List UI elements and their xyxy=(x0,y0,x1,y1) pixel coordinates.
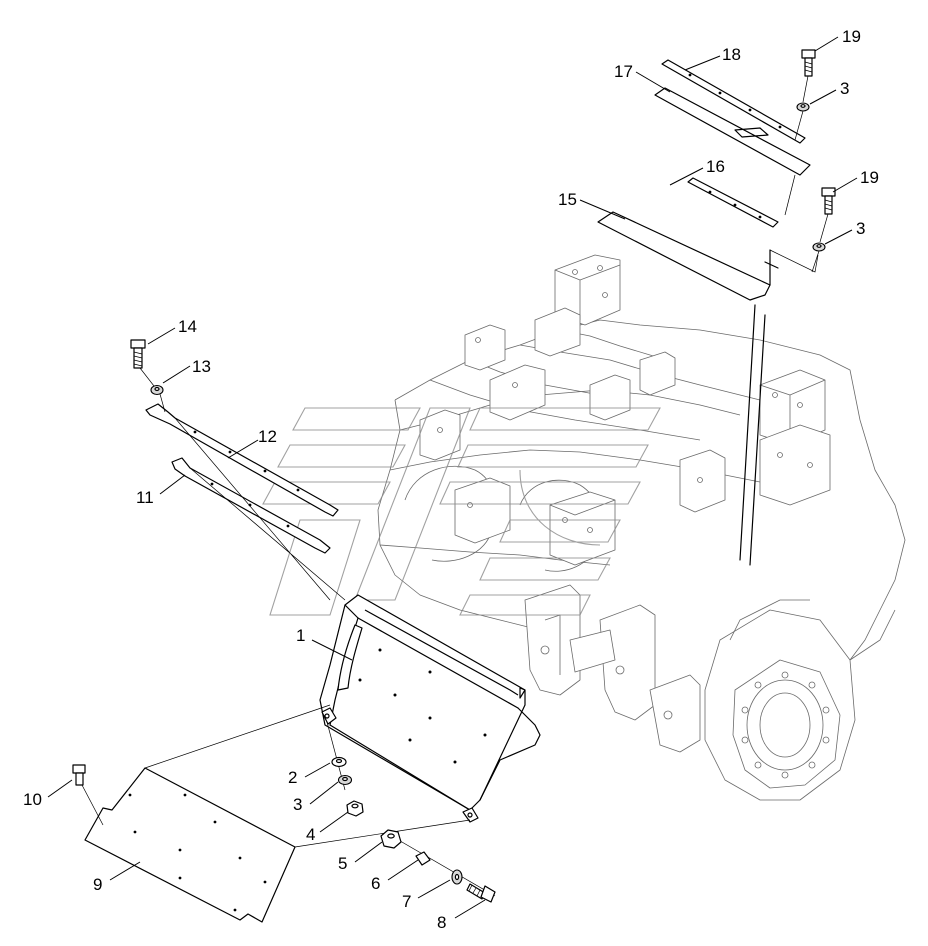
callout-14: 14 xyxy=(178,317,197,336)
spacer-6 xyxy=(415,851,431,866)
hub-bolt-holes xyxy=(741,671,830,779)
washer-3-mid xyxy=(337,774,353,786)
callout-10: 10 xyxy=(23,790,42,809)
callout-1: 1 xyxy=(296,626,305,645)
part-12-rail xyxy=(145,403,339,517)
washer-7 xyxy=(451,869,463,885)
callout-4: 4 xyxy=(306,825,315,844)
nut-5 xyxy=(380,829,402,849)
callout-2: 2 xyxy=(288,768,297,787)
callout-18: 18 xyxy=(722,45,741,64)
part-15-plate xyxy=(597,211,779,301)
callout-5: 5 xyxy=(338,854,347,873)
callout-6: 6 xyxy=(371,874,380,893)
washer-3-lower xyxy=(812,242,826,252)
fastener-axis-5-8 xyxy=(394,837,496,897)
leader-15-frame xyxy=(769,249,819,273)
callout-15: 15 xyxy=(558,190,577,209)
callout-7: 7 xyxy=(402,892,411,911)
plate-leader-lines xyxy=(144,704,471,848)
part-1-bumper xyxy=(319,594,541,823)
bolt-8 xyxy=(466,883,496,903)
rail-leader-lines xyxy=(174,417,346,601)
frame-holes xyxy=(437,265,813,720)
callout-9: 9 xyxy=(93,875,102,894)
part-16-strip xyxy=(687,177,779,228)
washer-13 xyxy=(150,384,164,396)
callout-3-upper: 3 xyxy=(840,79,849,98)
part-11-rail xyxy=(171,457,331,554)
bolt-19-upper xyxy=(801,49,816,77)
callout-11: 11 xyxy=(136,488,154,507)
callout-3-mid: 3 xyxy=(293,795,302,814)
callout-12: 12 xyxy=(258,427,277,446)
bolt-14 xyxy=(130,339,146,369)
leader-19-upper-axis xyxy=(794,75,809,141)
callout-3-lower: 3 xyxy=(856,219,865,238)
washer-3-upper xyxy=(796,102,810,112)
callout-8: 8 xyxy=(437,913,446,932)
part-18-strip xyxy=(661,59,806,144)
part-9-plate xyxy=(84,767,296,923)
callout-labels: 1 2 3 3 3 4 5 6 7 8 9 10 11 12 13 14 15 … xyxy=(23,27,879,932)
bolt-10 xyxy=(72,764,86,786)
leader-10-axis xyxy=(81,784,104,826)
tractor-frame xyxy=(377,254,906,801)
callout-13: 13 xyxy=(192,357,211,376)
leader-19-lower-axis xyxy=(811,213,829,273)
leader-14-axis xyxy=(139,367,166,413)
leader-17-frame xyxy=(784,174,796,216)
callout-16: 16 xyxy=(706,157,725,176)
bolt-19-lower xyxy=(821,187,836,215)
callout-19-lower: 19 xyxy=(860,168,879,187)
watermark-logo xyxy=(262,407,661,616)
callout-17: 17 xyxy=(614,62,633,81)
callout-19-upper: 19 xyxy=(842,27,861,46)
callout-leaders xyxy=(47,36,858,919)
washer-2 xyxy=(331,756,347,768)
part-17-plate xyxy=(654,87,811,176)
nut-4 xyxy=(346,800,364,817)
